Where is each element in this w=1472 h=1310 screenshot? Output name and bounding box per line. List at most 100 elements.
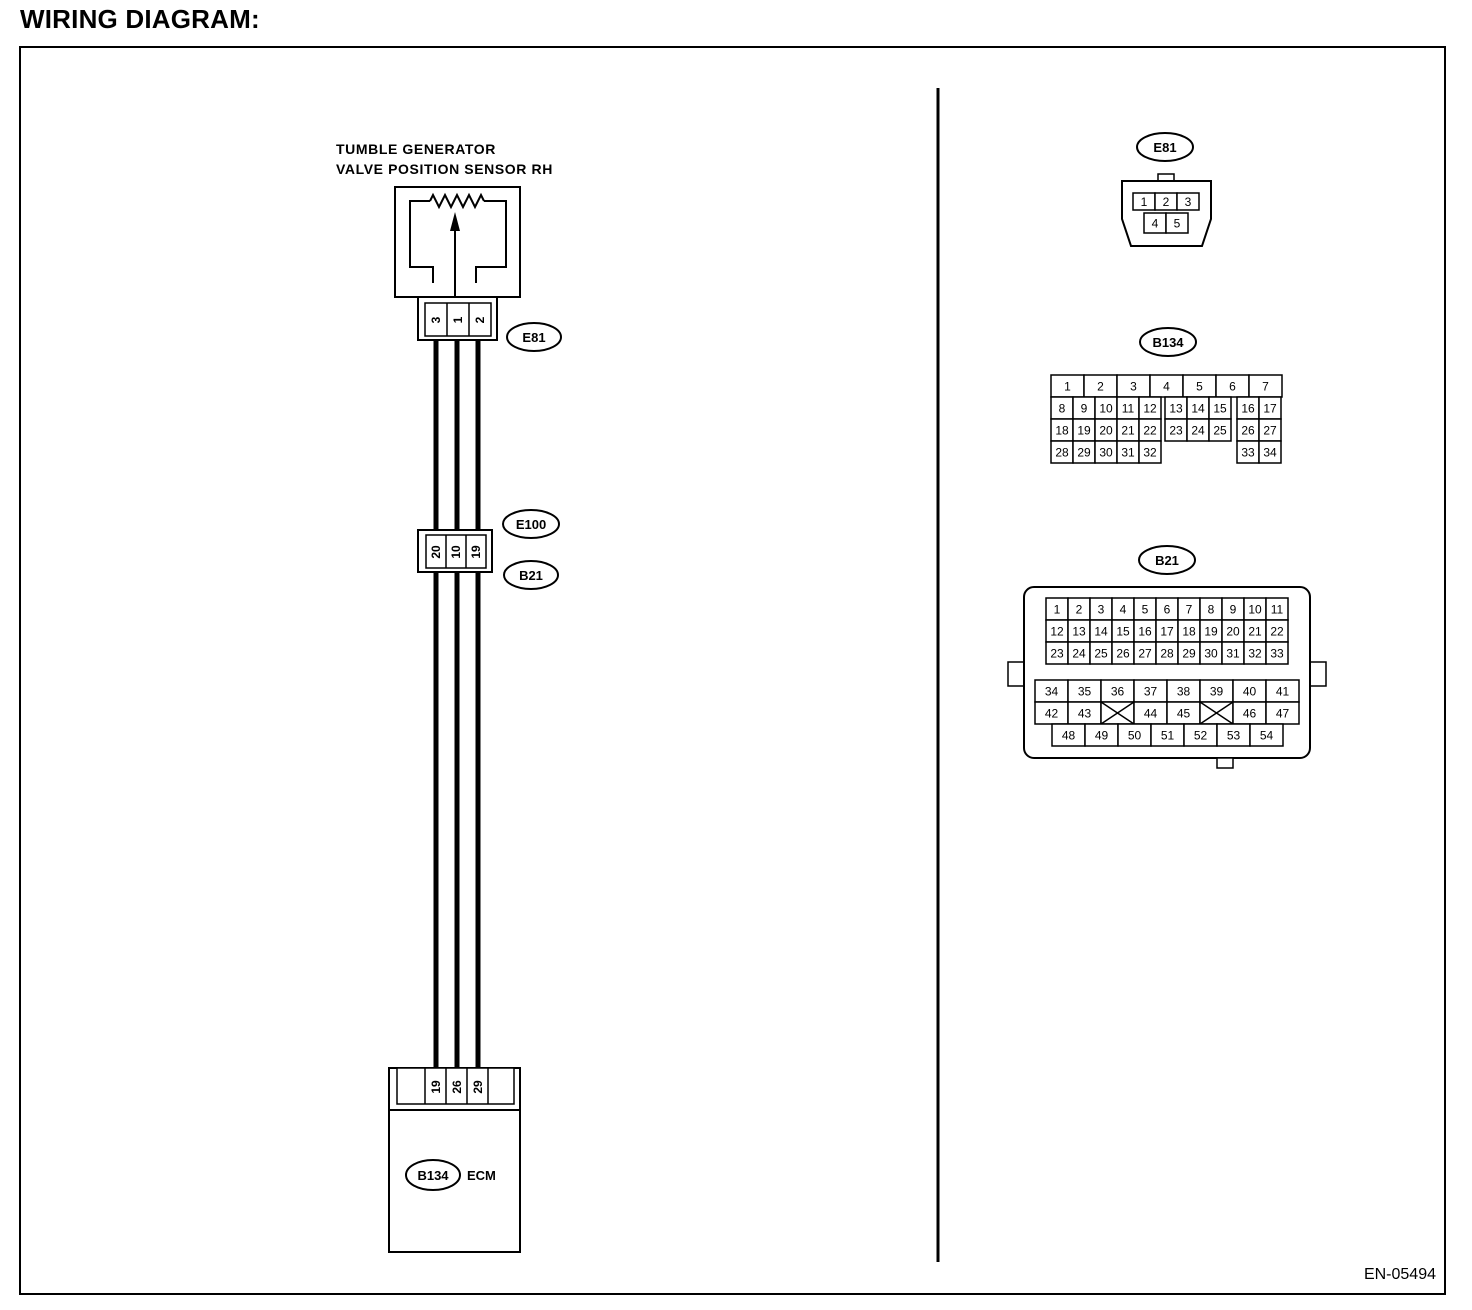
pin-number: 14 [1094, 625, 1108, 639]
pin-cell: 1 [1045, 597, 1069, 621]
pin-number: 32 [1248, 647, 1262, 661]
pin-number: 1 [1064, 380, 1071, 394]
junction-connector: 20 10 19 [417, 529, 493, 573]
pin-number: 54 [1260, 729, 1274, 743]
page-title: WIRING DIAGRAM: [20, 4, 260, 34]
pin-cell: 3 [1116, 374, 1151, 398]
pin-number: 16 [1241, 402, 1255, 416]
pin-number: 3 [1185, 195, 1192, 209]
svg-text:E81: E81 [522, 330, 545, 345]
pin-number: 8 [1059, 402, 1066, 416]
pin-cell: 32 [1243, 641, 1267, 665]
pin-cell: 44 [1133, 701, 1168, 725]
pin-number: 31 [1226, 647, 1240, 661]
junction-pin: 19 [469, 545, 483, 559]
pin-number: 10 [1099, 402, 1113, 416]
pin-cell: 28 [1050, 440, 1074, 464]
pin-cell: 17 [1155, 619, 1179, 643]
pin-cell: 54 [1249, 723, 1284, 747]
pin-number: 3 [1130, 380, 1137, 394]
pin-cell: 2 [1067, 597, 1091, 621]
pin-number: 7 [1262, 380, 1269, 394]
sensor-label-line1: TUMBLE GENERATOR [336, 141, 496, 157]
pin-cell: 22 [1265, 619, 1289, 643]
pin-cell: 18 [1177, 619, 1201, 643]
pin-cell: 13 [1067, 619, 1091, 643]
blank-cavity [1100, 701, 1135, 725]
pin-number: 11 [1122, 402, 1135, 416]
pin-number: 49 [1095, 729, 1109, 743]
pin-cell: 11 [1265, 597, 1289, 621]
pin-cell: 49 [1084, 723, 1119, 747]
pin-cell: 52 [1183, 723, 1218, 747]
pin-number: 24 [1072, 647, 1086, 661]
pin-number: 6 [1164, 603, 1171, 617]
pin-cell: 47 [1265, 701, 1300, 725]
pin-cell: 7 [1248, 374, 1283, 398]
pin-number: 3 [1098, 603, 1105, 617]
pin-cell: 21 [1243, 619, 1267, 643]
pin-cell: 11 [1116, 396, 1140, 420]
pin-number: 10 [1248, 603, 1262, 617]
pin-cell: 3 [1089, 597, 1113, 621]
pin-cell: 4 [1143, 212, 1167, 234]
pin-number: 44 [1144, 707, 1158, 721]
pin-number: 25 [1213, 424, 1227, 438]
pin-cell: 18 [1050, 418, 1074, 442]
pin-cell: 30 [1199, 641, 1223, 665]
pin-cell: 24 [1186, 418, 1210, 442]
pin-number: 39 [1210, 685, 1224, 699]
pin-cell: 13 [1164, 396, 1188, 420]
pin-cell: 12 [1138, 396, 1162, 420]
pin-number: 2 [1097, 380, 1104, 394]
pin-number: 22 [1143, 424, 1157, 438]
pin-number: 38 [1177, 685, 1191, 699]
pin-number: 17 [1263, 402, 1277, 416]
pin-number: 29 [1077, 446, 1091, 460]
pin-number: 29 [1182, 647, 1196, 661]
pin-cell: 19 [1199, 619, 1223, 643]
pin-number: 40 [1243, 685, 1257, 699]
pin-cell: 25 [1208, 418, 1232, 442]
svg-text:B134: B134 [417, 1168, 449, 1183]
pin-cell: 46 [1232, 701, 1267, 725]
pin-number: 19 [1077, 424, 1091, 438]
resistor-icon [429, 192, 485, 210]
pin-cell: 20 [1094, 418, 1118, 442]
pin-cell: 39 [1199, 679, 1234, 703]
pin-number: 16 [1138, 625, 1152, 639]
pin-cell: 8 [1199, 597, 1223, 621]
pin-number: 18 [1182, 625, 1196, 639]
pin-cell: 40 [1232, 679, 1267, 703]
harness-wires [433, 340, 481, 1068]
pin-cell: 43 [1067, 701, 1102, 725]
pin-cell: 10 [1243, 597, 1267, 621]
pin-cell: 19 [1072, 418, 1096, 442]
pin-number: 4 [1152, 217, 1159, 231]
pin-number: 14 [1191, 402, 1205, 416]
pin-cell: 5 [1165, 212, 1189, 234]
pin-number: 12 [1143, 402, 1157, 416]
pin-number: 2 [1163, 195, 1170, 209]
pin-cell: 37 [1133, 679, 1168, 703]
pin-cell: 5 [1133, 597, 1157, 621]
pin-number: 22 [1270, 625, 1284, 639]
pin-number: 5 [1174, 217, 1181, 231]
pin-number: 51 [1161, 729, 1175, 743]
pin-number: 35 [1078, 685, 1092, 699]
pin-number: 1 [1054, 603, 1061, 617]
pin-cell: 5 [1182, 374, 1217, 398]
pin-cell: 41 [1265, 679, 1300, 703]
connector-tag-b21: B21 [503, 560, 559, 590]
pin-cell: 35 [1067, 679, 1102, 703]
pin-cell: 2 [1083, 374, 1118, 398]
pin-number: 27 [1263, 424, 1277, 438]
pin-number: 13 [1072, 625, 1086, 639]
pin-cell: 26 [1236, 418, 1260, 442]
pin-cell: 1 [1050, 374, 1085, 398]
pin-number: 20 [1226, 625, 1240, 639]
pin-cell: 38 [1166, 679, 1201, 703]
pin-cell: 24 [1067, 641, 1091, 665]
ecm-label: ECM [467, 1168, 496, 1183]
